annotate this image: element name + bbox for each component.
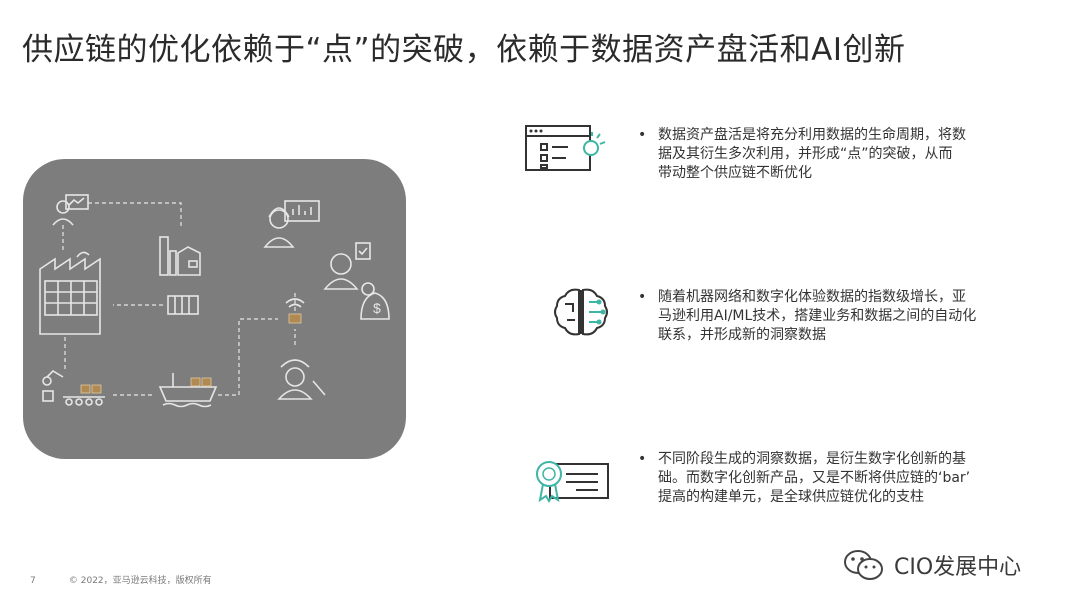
watermark-text: CIO发展中心 (894, 555, 1022, 580)
supply-chain-diagram: $ (39, 194, 390, 408)
copyright-text: © 2022，亚马逊云科技，版权所有 (68, 576, 212, 586)
item-2-text: • 随着机器网络和数字化体验数据的指数级增长，亚 马逊利用AI/ML技术，搭建业… (638, 289, 977, 343)
dashboard-settings-icon (525, 125, 606, 171)
money-bag-icon (360, 282, 390, 320)
supply-chain-illustration: $ (23, 159, 406, 459)
certificate-icon (536, 461, 609, 503)
bullet-dot: • (638, 289, 647, 305)
cargo-ship-icon (158, 373, 218, 408)
businessman-icon (323, 242, 371, 290)
wifi-icon (285, 298, 305, 308)
item-1-text: • 数据资产盘活是将充分利用数据的生命周期，将数 据及其衍生多次利用，并形成“点… (638, 127, 966, 181)
wechat-logo-icon (844, 550, 883, 580)
slide-footer: 7 © 2022，亚马逊云科技，版权所有 (30, 573, 212, 586)
worker-icon (277, 359, 326, 400)
svg-text:$: $ (373, 300, 381, 316)
container-icon (167, 295, 199, 315)
page-number: 7 (30, 576, 36, 586)
bullet-dot: • (638, 451, 647, 467)
robot-arm-icon (42, 369, 105, 406)
support-agent-icon (263, 200, 320, 248)
bullet-dot: • (638, 127, 647, 143)
watermark: CIO发展中心 (842, 548, 1021, 582)
brain-network-icon (554, 288, 608, 336)
warehouse-icon (159, 236, 201, 276)
slide-title: 供应链的优化依赖于“点”的突破，依赖于数据资产盘活和AI创新 (22, 32, 906, 68)
analyst-icon (52, 194, 89, 226)
item-3-text: • 不同阶段生成的洞察数据，是衍生数字化创新的基 础。而数字化创新产品，又是不断… (638, 451, 971, 505)
factory-icon (39, 251, 101, 335)
